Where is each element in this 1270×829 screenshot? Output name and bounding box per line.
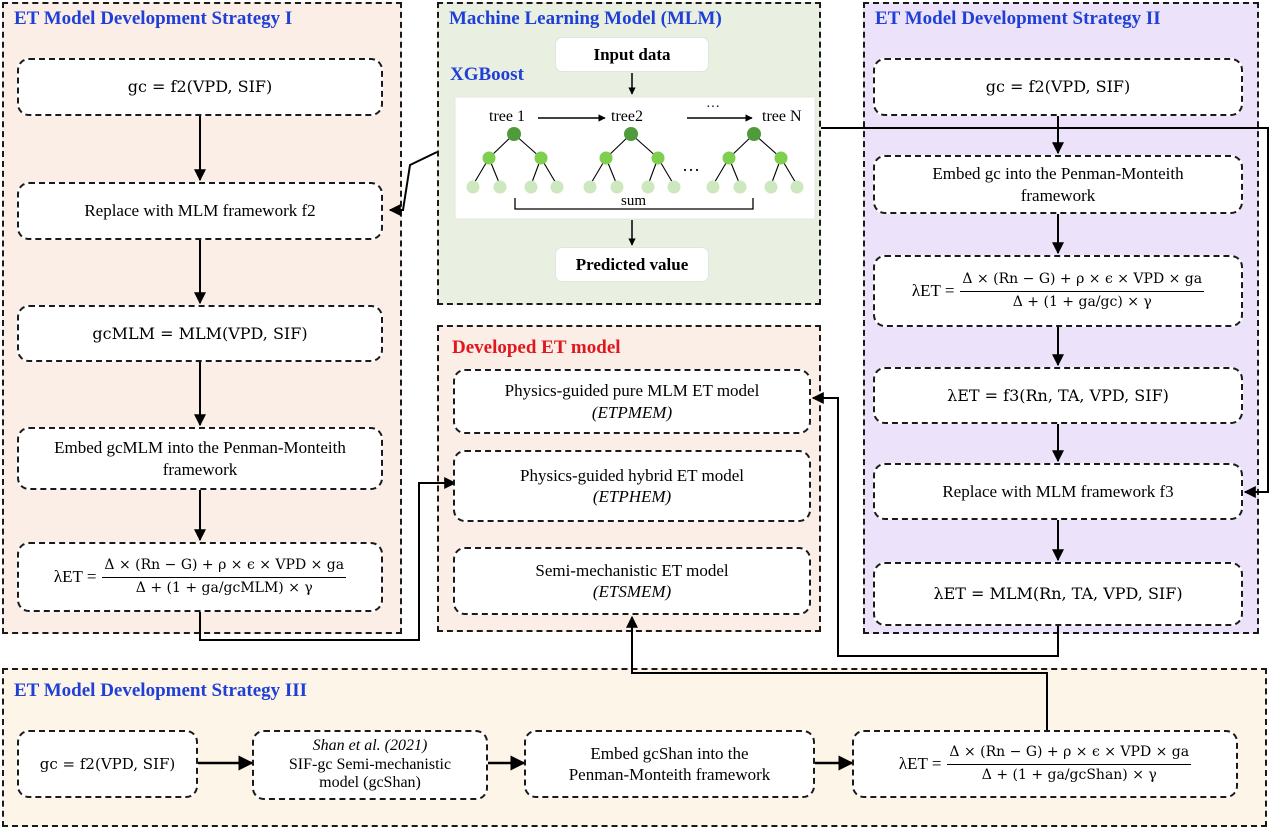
- tree-dots-top: ···: [706, 100, 720, 115]
- tree-dots-mid: …: [682, 155, 700, 175]
- xgboost-label: XGBoost: [450, 64, 524, 85]
- s2-embed-box: Embed gc into the Penman-Monteith framew…: [873, 155, 1243, 214]
- tree1-label: tree 1: [489, 108, 525, 125]
- tree-2: [583, 127, 681, 194]
- s1-embed-line2: framework: [162, 459, 238, 479]
- s3-let-lhs: λET =: [898, 754, 942, 774]
- s2-replace-text: Replace with MLM framework f3: [942, 481, 1174, 501]
- strategy2-title: ET Model Development Strategy II: [875, 8, 1161, 29]
- mlm-title: Machine Learning Model (MLM): [449, 8, 722, 29]
- tree2-label: tree2: [611, 108, 643, 125]
- tree-1: [466, 127, 564, 194]
- s2-gc-eq: gc = f2(VPD, SIF): [985, 77, 1131, 96]
- s1-let-num: Δ × (Rn − G) + ρ × ϵ × VPD × ga: [102, 557, 347, 578]
- s3-embed-line1: Embed gcShan into the: [590, 743, 749, 763]
- phem-line1: Physics-guided hybrid ET model: [520, 465, 744, 485]
- s1-let-den: Δ + (1 + ga/gcMLM) × γ: [135, 579, 313, 596]
- s3-gc-function-box: gc = f2(VPD, SIF): [17, 730, 198, 798]
- predicted-value-box: Predicted value: [556, 248, 708, 281]
- strategy1-title: ET Model Development Strategy I: [14, 8, 293, 29]
- tree-n: [706, 127, 804, 194]
- s2-let-lhs: λET =: [911, 281, 955, 301]
- sum-label: sum: [621, 193, 647, 209]
- s3-shan-line3: model (gcShan): [319, 774, 421, 792]
- s2-embed-line2: framework: [1020, 185, 1096, 205]
- s3-shan-line1: Shan et al. (2021): [312, 737, 428, 755]
- smem-line1: Semi-mechanistic ET model: [535, 560, 729, 580]
- treeN-label: tree N: [762, 108, 802, 125]
- s3-shan-box: Shan et al. (2021) SIF-gc Semi-mechanist…: [252, 730, 488, 800]
- s1-let-lhs: λET =: [53, 567, 97, 587]
- s1-gc-function-box: gc = f2(VPD, SIF): [17, 58, 383, 116]
- s1-gc-eq: gc = f2(VPD, SIF): [127, 77, 273, 96]
- phem-line2: (ETPHEM): [592, 487, 672, 506]
- s3-embed-box: Embed gcShan into the Penman-Monteith fr…: [524, 730, 815, 798]
- s3-embed-line2: Penman-Monteith framework: [568, 765, 771, 784]
- s2-f3-eq: λET = f3(Rn, TA, VPD, SIF): [947, 385, 1169, 405]
- s2-f3-box: λET = f3(Rn, TA, VPD, SIF): [873, 367, 1243, 424]
- pmem-line1: Physics-guided pure MLM ET model: [504, 381, 760, 401]
- s1-replace-box: Replace with MLM framework f2: [17, 182, 383, 240]
- s2-let-den: Δ + (1 + ga/gc) × γ: [1012, 293, 1152, 310]
- s1-replace-text: Replace with MLM framework f2: [84, 201, 316, 221]
- s2-let-num: Δ × (Rn − G) + ρ × ϵ × VPD × ga: [960, 271, 1205, 292]
- s3-gc-eq: gc = f2(VPD, SIF): [39, 754, 176, 773]
- developed-pmem-box: Physics-guided pure MLM ET model (ETPMEM…: [453, 369, 811, 434]
- developed-phem-box: Physics-guided hybrid ET model (ETPHEM): [453, 450, 811, 522]
- s1-embed-line1: Embed gcMLM into the Penman-Monteith: [54, 438, 346, 458]
- s3-let-num: Δ × (Rn − G) + ρ × ϵ × VPD × ga: [947, 744, 1192, 765]
- s1-gcmlm-eq: gcMLM = MLM(VPD, SIF): [92, 323, 308, 343]
- s2-gc-function-box: gc = f2(VPD, SIF): [873, 58, 1243, 116]
- developed-title: Developed ET model: [452, 337, 621, 358]
- s1-gcmlm-box: gcMLM = MLM(VPD, SIF): [17, 305, 383, 362]
- s3-shan-line2: SIF-gc Semi-mechanistic: [288, 755, 452, 773]
- strategy3-title: ET Model Development Strategy III: [14, 680, 308, 701]
- input-data-box: Input data: [556, 38, 708, 71]
- s2-embed-line1: Embed gc into the Penman-Monteith: [932, 164, 1184, 184]
- pmem-line2: (ETPMEM): [591, 402, 673, 422]
- developed-smem-box: Semi-mechanistic ET model (ETSMEM): [453, 547, 811, 615]
- s1-embed-box: Embed gcMLM into the Penman-Monteith fra…: [17, 427, 383, 490]
- smem-line2: (ETSMEM): [592, 582, 672, 601]
- s2-replace-box: Replace with MLM framework f3: [873, 463, 1243, 520]
- s2-mlm-eq: λET = MLM(Rn, TA, VPD, SIF): [933, 584, 1183, 603]
- s3-let-den: Δ + (1 + ga/gcShan) × γ: [981, 766, 1157, 783]
- s2-mlm-box: λET = MLM(Rn, TA, VPD, SIF): [873, 562, 1243, 626]
